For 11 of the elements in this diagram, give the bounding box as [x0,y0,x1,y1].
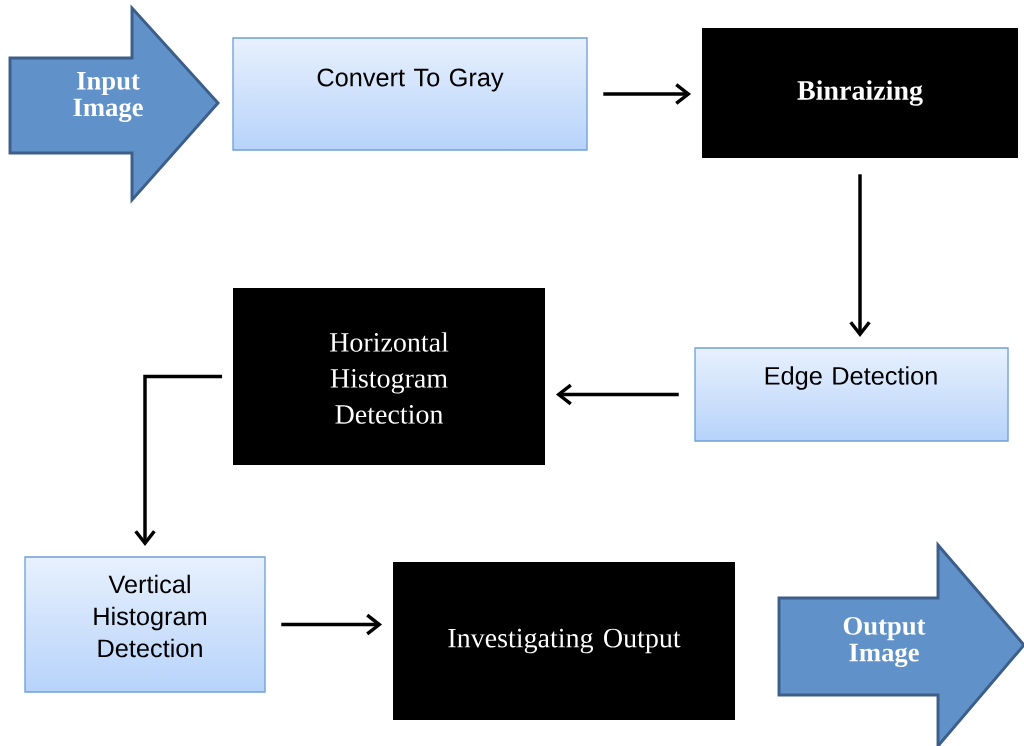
process-box: Binraizing [702,28,1018,158]
arrow [603,83,692,105]
process-box: Investigating Output [393,562,735,720]
arrow [849,174,871,338]
process-box: Vertical Histogram Detection [24,556,266,693]
arrow [281,613,383,636]
process-box: Horizontal Histogram Detection [233,288,545,465]
process-box: Convert To Gray [232,37,588,151]
process-box: Edge Detection [694,347,1009,442]
arrow [555,383,679,406]
arrow [134,374,223,547]
